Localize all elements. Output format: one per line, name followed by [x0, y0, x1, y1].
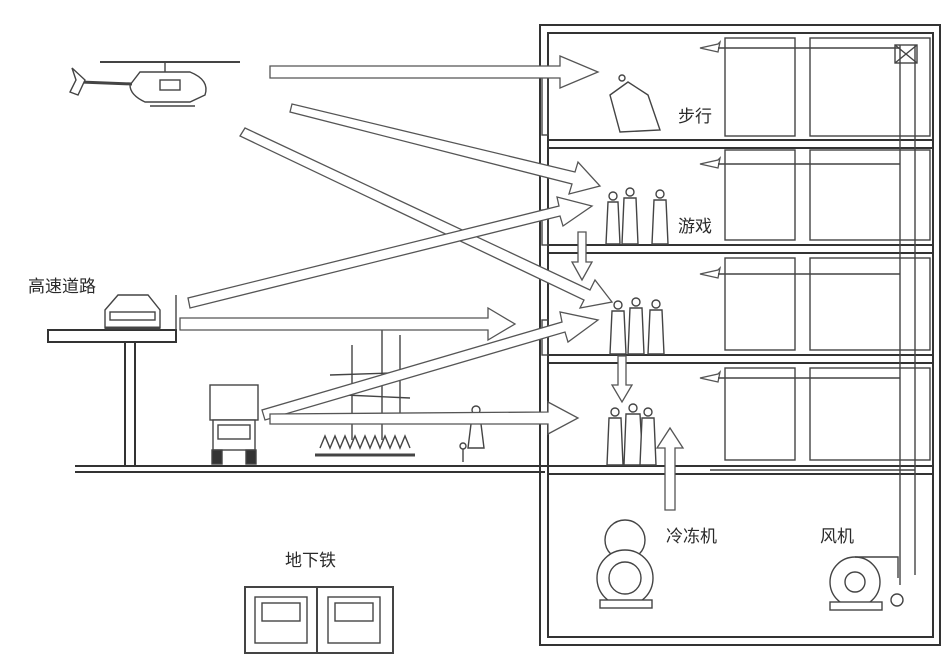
label-game: 游戏: [678, 217, 712, 237]
label-subway: 地下铁: [285, 551, 336, 571]
car-icon: [104, 294, 161, 330]
arrow-down-floor3: [570, 231, 594, 282]
label-chiller: 冷冻机: [666, 527, 717, 547]
chiller-icon: [596, 519, 654, 609]
flow-arrows: [179, 40, 915, 511]
arrow-heli-floor3: [289, 103, 602, 195]
highway-structure: [47, 295, 177, 466]
arrow-highway-floor3: [187, 196, 594, 309]
label-fan: 风机: [820, 527, 854, 547]
arrow-down-floor2: [610, 355, 634, 404]
people-floor-2: [609, 297, 665, 355]
label-highway: 高速道路: [28, 277, 96, 297]
people-floor-4: [609, 74, 661, 133]
arrow-heli-floor2: [239, 127, 614, 309]
subway-car-icon: [244, 586, 394, 654]
arrow-heli-floor4: [269, 55, 600, 89]
fan-icon: [829, 556, 904, 611]
arrow-highway-floor2: [179, 306, 517, 342]
people-floor-3: [605, 187, 669, 245]
arrow-truck-floor2: [261, 311, 600, 421]
arrow-up-chiller: [655, 426, 685, 511]
helicopter-icon: [69, 61, 240, 107]
building-outer-wall: [539, 24, 941, 646]
truck-icon: [209, 384, 259, 465]
label-walking: 步行: [678, 107, 712, 127]
arrow-street-floor1: [269, 400, 580, 436]
building: [539, 24, 941, 646]
people-floor-1: [606, 403, 657, 466]
